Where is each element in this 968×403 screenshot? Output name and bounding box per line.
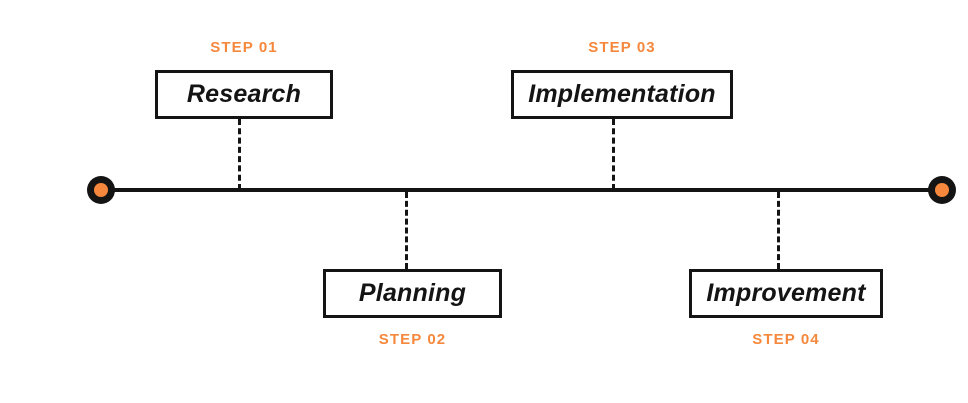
milestone-label-improvement: Improvement (706, 279, 866, 307)
step-caption-03: STEP 03 (588, 39, 656, 56)
connector-line-planning (405, 192, 408, 269)
connector-line-research (238, 119, 241, 190)
step-caption-04: STEP 04 (752, 331, 820, 348)
milestone-box-improvement[interactable]: Improvement (689, 269, 883, 318)
milestone-label-research: Research (186, 80, 302, 108)
milestone-box-research[interactable]: Research (155, 70, 333, 119)
timeline-axis-line (100, 188, 943, 192)
connector-line-implementation (612, 119, 615, 190)
step-caption-02: STEP 02 (378, 331, 447, 348)
step-caption-01: STEP 01 (210, 39, 278, 56)
milestone-label-planning: Planning (358, 279, 467, 307)
milestone-label-implementation: Implementation (528, 80, 716, 108)
timeline-end-marker-icon (928, 176, 956, 204)
milestone-box-planning[interactable]: Planning (323, 269, 502, 318)
milestone-box-implementation[interactable]: Implementation (511, 70, 733, 119)
timeline-start-marker-icon (87, 176, 115, 204)
connector-line-improvement (777, 192, 780, 269)
